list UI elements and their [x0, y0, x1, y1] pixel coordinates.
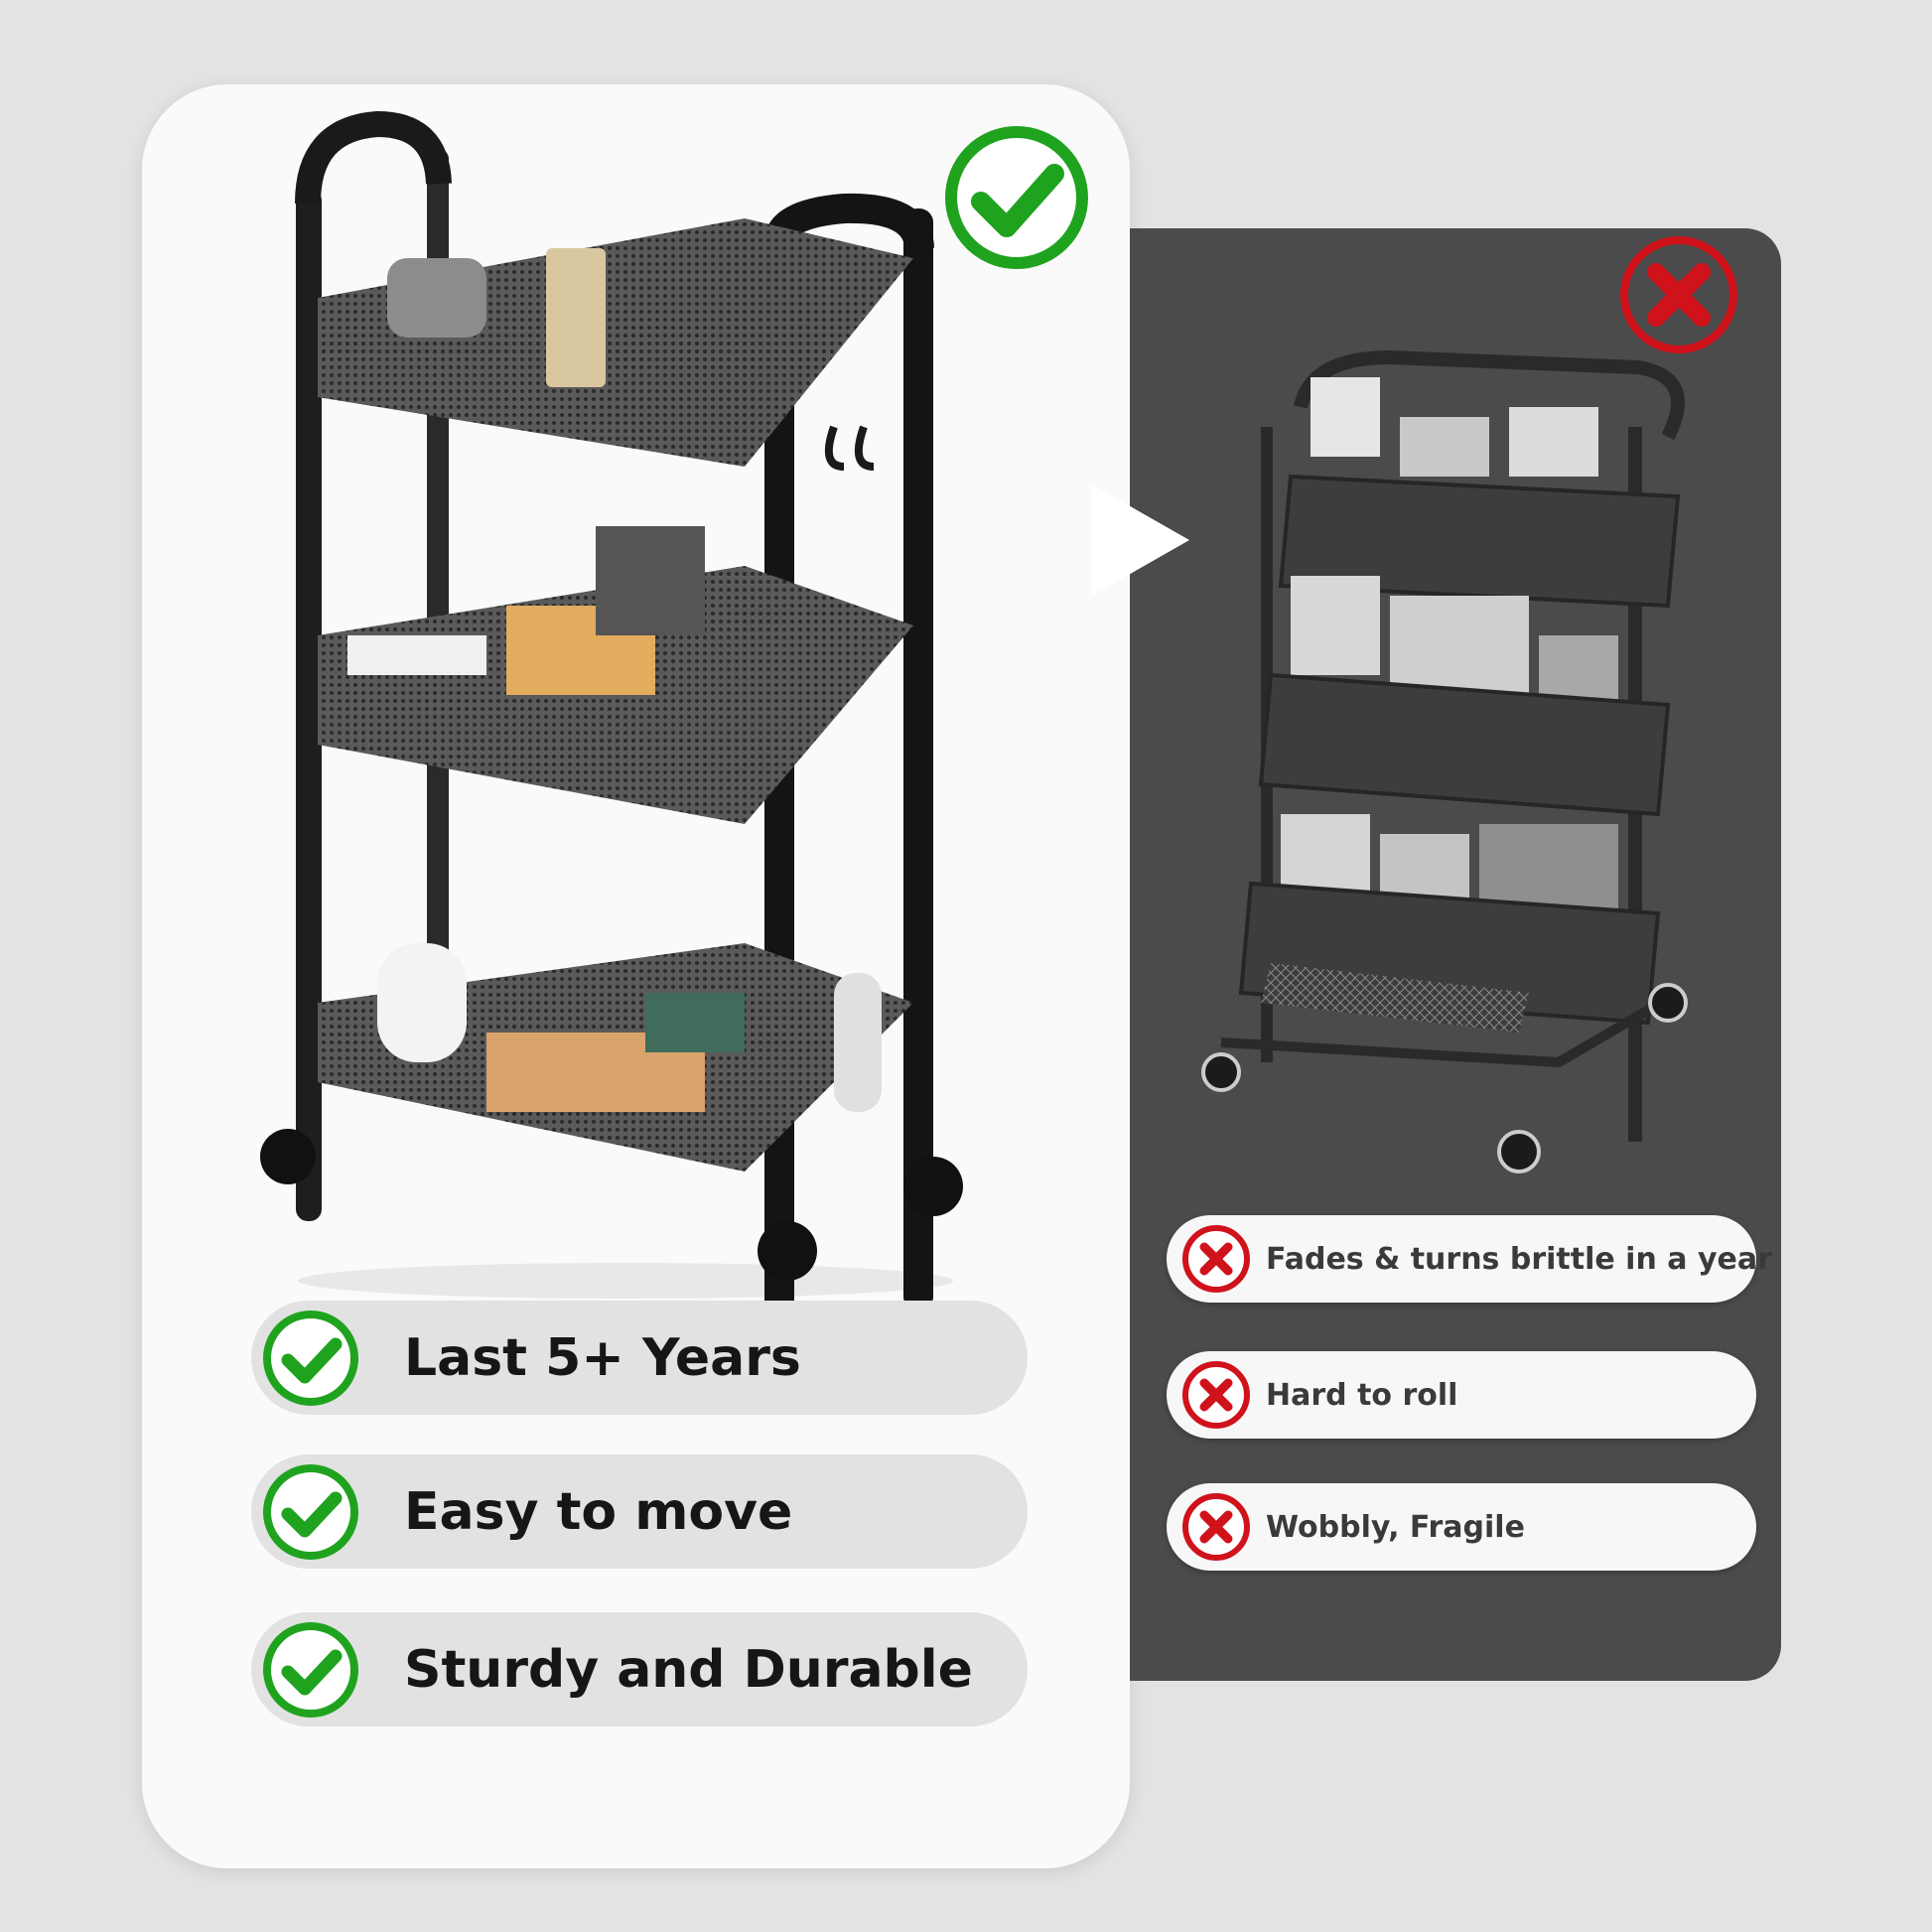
issue-label: Hard to roll — [1266, 1377, 1458, 1413]
issue-label: Fades & turns brittle in a year — [1266, 1241, 1772, 1277]
check-icon — [263, 1463, 358, 1560]
triangle-right-icon — [1092, 484, 1189, 596]
check-icon — [263, 1621, 358, 1718]
feature-sturdy-durable: Sturdy and Durable — [251, 1612, 1028, 1726]
check-icon — [263, 1310, 358, 1406]
black-mesh-cart-image — [260, 110, 963, 1301]
x-icon — [1182, 1493, 1250, 1561]
issue-fades-brittle: Fades & turns brittle in a year — [1167, 1215, 1772, 1303]
x-icon — [1182, 1361, 1250, 1429]
x-icon — [1182, 1225, 1250, 1293]
issue-label: Wobbly, Fragile — [1266, 1509, 1525, 1545]
feature-label: Last 5+ Years — [404, 1327, 801, 1388]
red-x-circle-icon — [1620, 236, 1737, 353]
issue-hard-to-roll: Hard to roll — [1167, 1351, 1756, 1439]
issue-wobbly-fragile: Wobbly, Fragile — [1167, 1483, 1756, 1571]
feature-easy-to-move: Easy to move — [251, 1454, 1028, 1569]
feature-label: Sturdy and Durable — [404, 1639, 973, 1700]
feature-last-5-years: Last 5+ Years — [251, 1301, 1028, 1415]
feature-label: Easy to move — [404, 1481, 793, 1542]
grey-plastic-cart-image — [1201, 349, 1688, 1173]
green-check-circle-icon — [945, 126, 1088, 269]
